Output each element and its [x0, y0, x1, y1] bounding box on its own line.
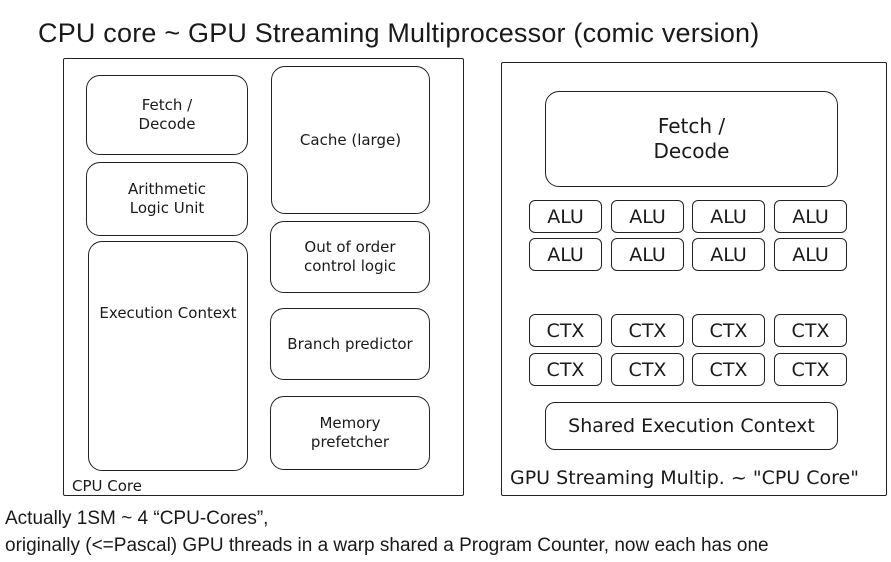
footer-note-1: Actually 1SM ~ 4 “CPU-Cores”,	[5, 508, 269, 529]
gpu-ctx-box: CTX	[774, 353, 847, 386]
diagram-title: CPU core ~ GPU Streaming Multiprocessor …	[38, 18, 760, 48]
cpu-core-panel	[63, 58, 464, 496]
gpu-alu-box: ALU	[692, 200, 765, 233]
gpu-ctx-box: CTX	[529, 314, 602, 347]
cpu-branch-predictor-box: Branch predictor	[270, 308, 430, 380]
gpu-ctx-box: CTX	[611, 353, 684, 386]
gpu-alu-box: ALU	[774, 200, 847, 233]
cpu-cache-box: Cache (large)	[271, 66, 430, 214]
gpu-shared-execution-context-box: Shared Execution Context	[545, 402, 838, 450]
gpu-ctx-box: CTX	[692, 314, 765, 347]
cpu-alu-box: Arithmetic Logic Unit	[86, 162, 248, 236]
cpu-memory-prefetcher-box: Memory prefetcher	[270, 396, 430, 470]
gpu-alu-box: ALU	[774, 238, 847, 271]
cpu-out-of-order-box: Out of order control logic	[270, 221, 430, 293]
gpu-sm-label: GPU Streaming Multip. ~ "CPU Core"	[510, 467, 859, 489]
footer-note-2: originally (<=Pascal) GPU threads in a w…	[5, 535, 769, 556]
gpu-fetch-decode-box: Fetch / Decode	[545, 91, 838, 187]
cpu-execution-context-box: Execution Context	[88, 241, 248, 471]
cpu-fetch-decode-box: Fetch / Decode	[86, 75, 248, 155]
gpu-sm-panel	[501, 62, 887, 496]
gpu-alu-box: ALU	[692, 238, 765, 271]
gpu-alu-box: ALU	[529, 238, 602, 271]
gpu-ctx-box: CTX	[692, 353, 765, 386]
gpu-ctx-box: CTX	[529, 353, 602, 386]
gpu-ctx-box: CTX	[611, 314, 684, 347]
cpu-core-label: CPU Core	[72, 477, 142, 495]
gpu-alu-box: ALU	[529, 200, 602, 233]
gpu-alu-box: ALU	[611, 238, 684, 271]
gpu-ctx-box: CTX	[774, 314, 847, 347]
gpu-alu-box: ALU	[611, 200, 684, 233]
